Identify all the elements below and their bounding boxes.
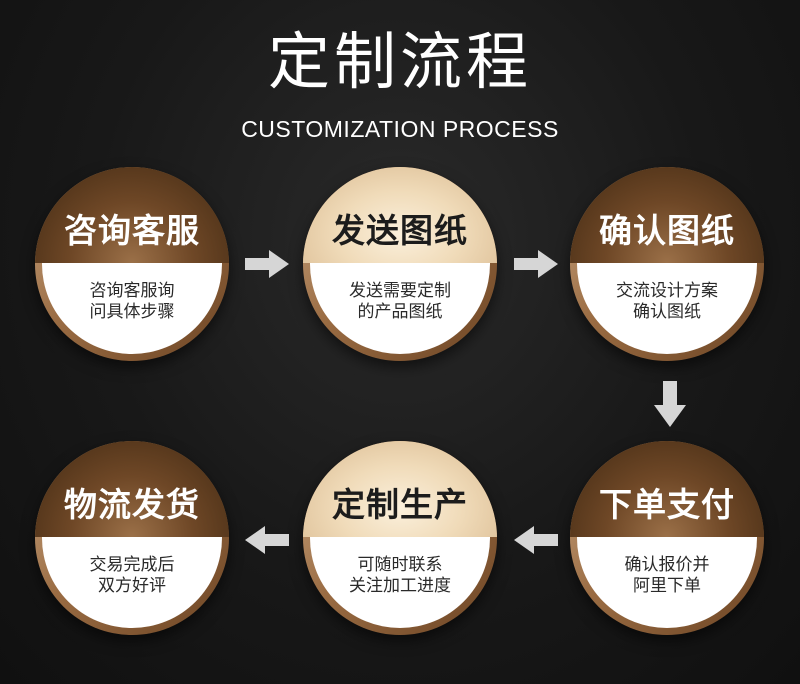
arrow-right-icon <box>245 250 289 278</box>
step-header <box>303 167 497 263</box>
step-description: 可随时联系 关注加工进度 <box>349 555 451 596</box>
step-consult: 咨询客服 咨询客服询 问具体步骤 <box>35 167 229 361</box>
step-header <box>35 167 229 263</box>
step-body: 发送需要定制 的产品图纸 <box>310 263 490 354</box>
step-description: 交流设计方案 确认图纸 <box>616 281 718 322</box>
arrow-left-icon <box>514 526 558 554</box>
step-order-payment: 下单支付 确认报价并 阿里下单 <box>570 441 764 635</box>
step-description: 交易完成后 双方好评 <box>89 555 175 596</box>
step-title: 确认图纸 <box>599 211 735 250</box>
step-description: 咨询客服询 问具体步骤 <box>89 281 175 322</box>
step-confirm-drawing: 确认图纸 交流设计方案 确认图纸 <box>570 167 764 361</box>
step-description: 发送需要定制 的产品图纸 <box>349 281 451 322</box>
step-body: 咨询客服询 问具体步骤 <box>42 263 222 354</box>
step-body: 确认报价并 阿里下单 <box>577 537 757 628</box>
arrow-right-icon <box>514 250 558 278</box>
step-header <box>35 441 229 537</box>
step-production: 定制生产 可随时联系 关注加工进度 <box>303 441 497 635</box>
arrow-down-icon <box>654 381 686 427</box>
step-shipping: 物流发货 交易完成后 双方好评 <box>35 441 229 635</box>
step-body: 可随时联系 关注加工进度 <box>310 537 490 628</box>
step-body: 交易完成后 双方好评 <box>42 537 222 628</box>
step-body: 交流设计方案 确认图纸 <box>577 263 757 354</box>
step-description: 确认报价并 阿里下单 <box>624 555 710 596</box>
step-header <box>570 167 764 263</box>
step-title: 咨询客服 <box>64 211 200 250</box>
step-send-drawing: 发送图纸 发送需要定制 的产品图纸 <box>303 167 497 361</box>
step-title: 发送图纸 <box>332 211 468 250</box>
step-title: 物流发货 <box>64 485 200 524</box>
step-header <box>303 441 497 537</box>
page-title: 定制流程 <box>267 25 532 98</box>
step-title: 定制生产 <box>332 485 468 524</box>
step-title: 下单支付 <box>599 485 735 524</box>
page-subtitle: CUSTOMIZATION PROCESS <box>241 116 559 142</box>
step-header <box>570 441 764 537</box>
arrow-left-icon <box>245 526 289 554</box>
